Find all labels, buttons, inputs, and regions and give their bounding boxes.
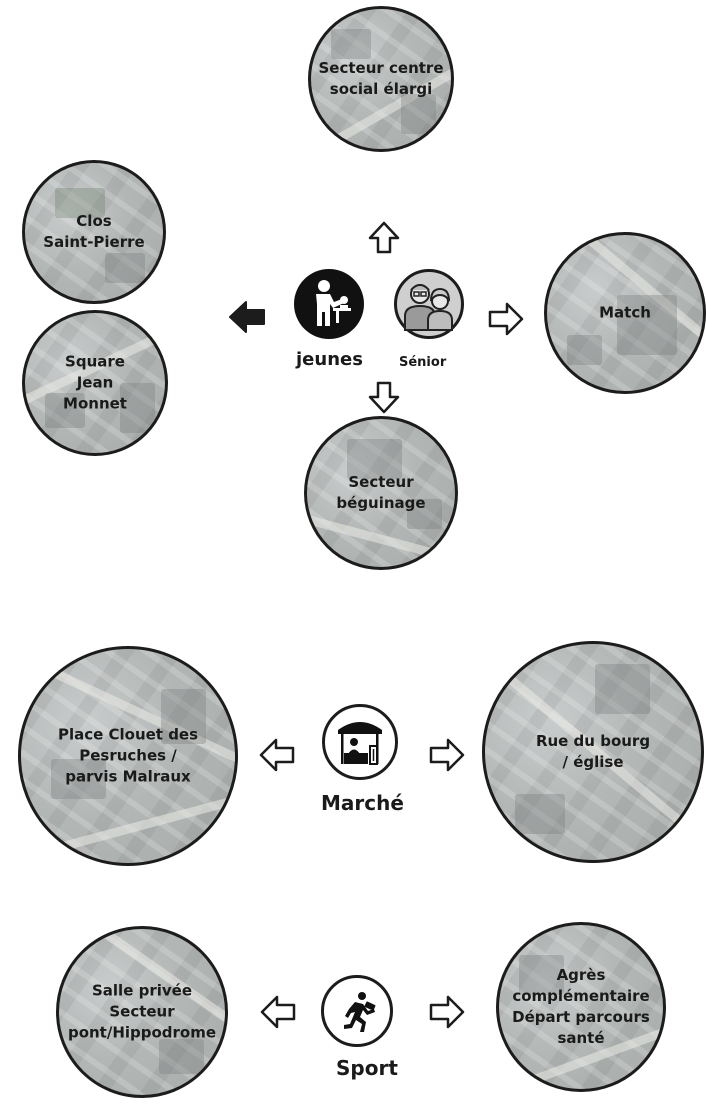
senior-hub-icon: [394, 269, 464, 339]
location-label: Agrès complémentaire Départ parcours san…: [512, 966, 650, 1047]
arrow-right-icon: [488, 302, 524, 336]
arrow-up-icon: [368, 221, 400, 254]
location-secteur-centre-social: Secteur centre social élargi: [308, 6, 454, 152]
location-place-clouet: Place Clouet des Pesruches / parvis Malr…: [18, 646, 238, 866]
arrow-left-icon: [259, 738, 295, 772]
arrow-down-icon: [368, 381, 400, 414]
sport-hub-icon: [321, 975, 393, 1047]
location-label: Secteur centre social élargi: [318, 59, 444, 98]
location-label: Square Jean Monnet: [63, 352, 127, 413]
location-square-jean-monnet: Square Jean Monnet: [22, 310, 168, 456]
arrow-right-icon: [429, 738, 465, 772]
teacher-child-icon: [316, 280, 351, 326]
arrow-right-icon: [429, 995, 465, 1029]
market-stall-icon: [338, 722, 382, 765]
location-label: Match: [599, 303, 651, 322]
senior-couple-icon: [404, 284, 453, 331]
marche-hub-icon: [322, 704, 398, 780]
sport-label: Sport: [336, 1056, 398, 1080]
runner-icon: [344, 992, 376, 1032]
jeunes-hub-icon: [294, 269, 364, 339]
location-salle-privee: Salle privée Secteur pont/Hippodrome: [56, 926, 228, 1098]
arrow-left-filled-icon: [229, 301, 265, 333]
arrow-left-icon: [260, 995, 296, 1029]
location-label: Place Clouet des Pesruches / parvis Malr…: [57, 725, 199, 786]
senior-label: Sénior: [399, 355, 447, 370]
location-label: Secteur béguinage: [336, 473, 426, 512]
jeunes-label: jeunes: [296, 349, 363, 370]
location-label: Salle privée Secteur pont/Hippodrome: [67, 981, 217, 1042]
location-rue-du-bourg: Rue du bourg / église: [482, 641, 704, 863]
marche-label: Marché: [321, 791, 404, 815]
location-agres: Agrès complémentaire Départ parcours san…: [496, 922, 666, 1092]
location-clos-saint-pierre: Clos Saint-Pierre: [22, 160, 166, 304]
location-label: Rue du bourg / église: [535, 732, 651, 771]
location-label: Clos Saint-Pierre: [43, 212, 145, 251]
location-match: Match: [544, 232, 706, 394]
location-secteur-beguinage: Secteur béguinage: [304, 416, 458, 570]
